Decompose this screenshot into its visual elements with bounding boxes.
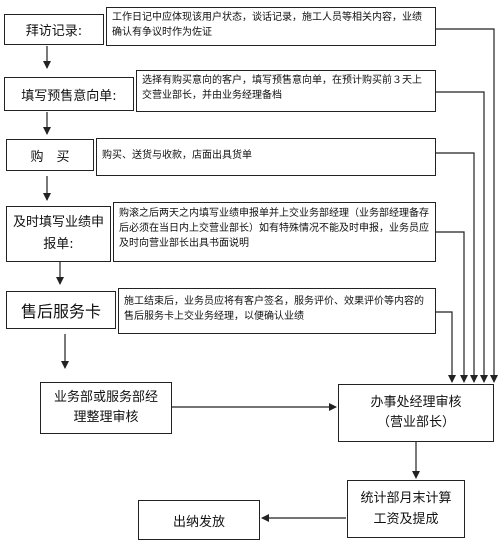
cashier-box: 出纳发放 (138, 500, 260, 540)
step5-description: 施工结束后，业务员应将有客户签名，服务评价、效果评价等内容的售后服务卡上交业务经… (124, 296, 424, 322)
step1-label-box: 拜访记录: (4, 14, 104, 45)
step2-description-box (136, 70, 436, 112)
step2-label-box: 填写预售意向单: (4, 77, 134, 111)
step2-description: 选择有购买意向的客户，填写预售意向单，在预计购买前３天上交营业部长，并由业务经理… (142, 75, 422, 101)
step3-label: 购 买 (30, 149, 70, 165)
step5-label: 售后服务卡 (20, 302, 101, 321)
office-review-box: 办事处经理审核（营业部长） (338, 384, 494, 442)
step4-description-box (113, 202, 436, 262)
dept-review-box: 业务部或服务部经理整理审核 (40, 382, 172, 434)
dept-review-label: 业务部或服务部经理整理审核 (53, 390, 158, 425)
statistics-label: 统计部月末计算工资及提成 (360, 491, 452, 527)
step3-description-box (96, 138, 436, 176)
line-step1-to-office (436, 28, 498, 383)
step2-label: 填写预售意向单: (21, 88, 117, 104)
step3-label-box: 购 买 (6, 139, 94, 171)
step5-label-box: 售后服务卡 (6, 291, 116, 329)
line-step3-to-office (436, 152, 478, 383)
line-step2-to-office (436, 91, 488, 383)
line-step5-to-office (436, 311, 456, 383)
step5-description-box (118, 288, 436, 334)
step1-description-box (106, 7, 436, 46)
step4-label-box: 及时填写业绩申报单: (6, 206, 111, 262)
line-step4-to-office (436, 231, 468, 383)
step4-description: 购滚之后两天之内填写业绩申报单并上交业务部经理（业务部经理备存后必须在当日内上交… (119, 208, 429, 249)
office-review-label: 办事处经理审核（营业部长） (370, 395, 462, 430)
statistics-box: 统计部月末计算工资及提成 (347, 480, 465, 538)
cashier-label: 出纳发放 (172, 514, 225, 530)
step4-label: 及时填写业绩申报单: (13, 215, 105, 252)
step3-description: 购买、送货与收款，店面出具货单 (102, 150, 252, 161)
step1-label: 拜访记录: (25, 24, 83, 39)
step1-description: 工作日记中应体现该用户状态，谈话记录，施工人员等相关内容，业绩确认有争议时作为佐… (112, 12, 422, 38)
